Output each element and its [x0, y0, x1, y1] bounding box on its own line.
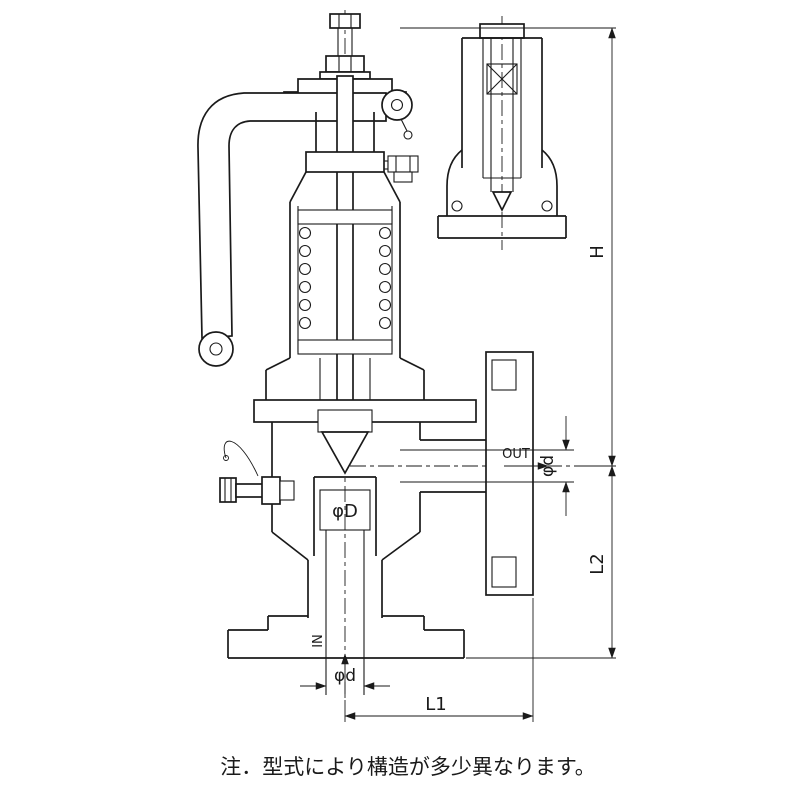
adjuster-hatched-block: [486, 63, 518, 95]
dim-label-h: H: [587, 245, 608, 259]
lever-grip-end: [198, 331, 234, 367]
spring-top-plate: [297, 209, 393, 225]
dimension-h: H: [400, 27, 616, 467]
outlet-flow-label: OUT: [502, 447, 549, 470]
dim-label-l2: L2: [587, 553, 608, 574]
spindle-tip-detail: [491, 191, 513, 212]
outlet-flange: [400, 351, 534, 596]
bore-label: φD: [332, 501, 358, 522]
dimension-phi-d-inlet: φd: [300, 666, 390, 690]
lever-assembly: [197, 89, 419, 367]
spring-bonnet: [265, 112, 425, 400]
disc-holder: [317, 409, 373, 433]
in-label: IN: [311, 634, 326, 648]
flange-bolt-slot-bottom: [491, 556, 517, 588]
valve-disc: [320, 431, 370, 475]
inlet-flow-label: IN: [311, 634, 349, 694]
seat-bore-box: [319, 489, 371, 531]
dimension-phi-d-outlet: φd: [533, 416, 574, 516]
dim-label-l1: L1: [425, 694, 446, 715]
out-label: OUT: [502, 447, 530, 462]
dim-label-phi-D: φD: [332, 501, 358, 522]
spring-coils: [298, 226, 392, 330]
flange-bolt-slot-top: [491, 359, 517, 391]
dimension-l1: L1: [344, 598, 534, 722]
lever-pivot: [381, 89, 413, 121]
valve-body: [253, 399, 477, 695]
test-lever-screw: [219, 440, 295, 505]
footnote: 注．型式により構造が多少異なります。: [220, 755, 595, 779]
spindle: [336, 75, 354, 413]
cap-detail-view: [437, 23, 567, 239]
inlet-base: [227, 615, 465, 659]
dim-label-phi-d-inlet: φd: [334, 666, 356, 686]
dimension-l2: L2: [466, 465, 616, 659]
spring-bottom-plate: [297, 339, 393, 355]
seal-wire: [223, 440, 259, 477]
